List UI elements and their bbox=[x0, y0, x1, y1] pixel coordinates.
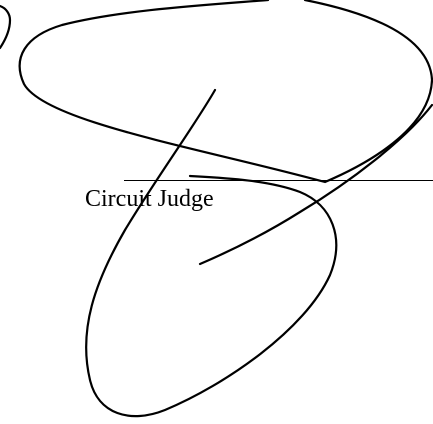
signature-line bbox=[124, 180, 433, 181]
signature-stroke-hook bbox=[0, 4, 12, 50]
signature-stroke-sweep bbox=[198, 103, 433, 266]
signature-stroke-descender bbox=[85, 88, 338, 418]
signature-stroke-upper-loop bbox=[18, 0, 433, 184]
